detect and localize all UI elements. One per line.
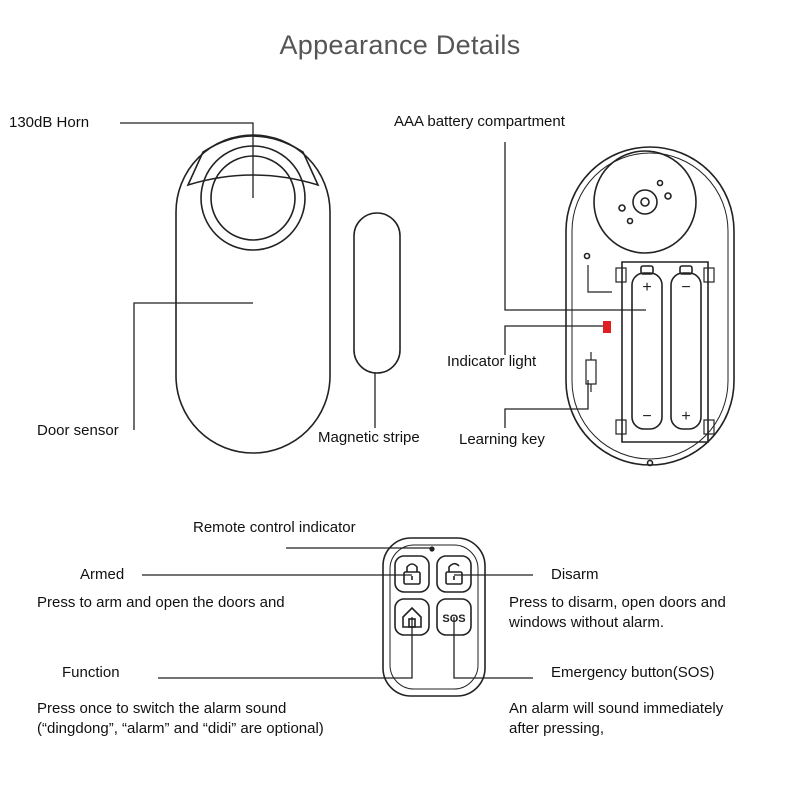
horn-housing	[186, 135, 320, 187]
battery-1	[631, 272, 663, 430]
label-indicator-light: Indicator light	[447, 353, 537, 370]
back-speaker	[593, 150, 697, 254]
desc-armed: Press to arm and open the doors and	[37, 594, 285, 611]
battery-1-plus-mark: +	[642, 279, 651, 296]
label-function: Function	[62, 664, 120, 681]
battery-1-minus-mark: −	[642, 408, 651, 425]
desc-function-line2: (“dingdong”, “alarm” and “didi” are opti…	[37, 720, 324, 737]
label-disarm: Disarm	[551, 566, 599, 583]
battery-compartment	[621, 261, 709, 443]
battery-2-plus-mark: +	[681, 408, 690, 425]
desc-sos-line1: An alarm will sound immediately	[509, 700, 724, 717]
alarm-back-inner	[571, 152, 729, 460]
sos-button-text: SOS	[442, 613, 465, 625]
label-battery: AAA battery compartment	[394, 113, 565, 130]
battery-2-minus-mark: −	[681, 279, 690, 296]
desc-disarm-line2: windows without alarm.	[509, 614, 665, 631]
label-magnetic-stripe: Magnetic stripe	[318, 429, 420, 446]
indicator-led	[603, 321, 611, 333]
armed-button	[394, 555, 430, 593]
disarm-button	[436, 555, 472, 593]
label-remote-indicator: Remote control indicator	[193, 519, 356, 536]
label-sos: Emergency button(SOS)	[551, 664, 715, 681]
label-learning-key: Learning key	[459, 431, 545, 448]
lock-closed-icon	[403, 563, 421, 585]
desc-function-line1: Press once to switch the alarm sound	[37, 700, 287, 717]
label-armed: Armed	[80, 566, 125, 583]
lock-open-icon	[445, 562, 463, 585]
label-horn: 130dB Horn	[9, 114, 90, 131]
magnetic-stripe	[353, 212, 401, 374]
desc-sos-line2: after pressing,	[509, 720, 605, 737]
remote-body	[382, 537, 486, 697]
battery-2	[670, 272, 702, 430]
page-title: Appearance Details	[279, 30, 521, 60]
leader-lines	[120, 122, 646, 679]
desc-disarm-line1: Press to disarm, open doors and	[509, 594, 726, 611]
label-door-sensor: Door sensor	[37, 422, 119, 439]
